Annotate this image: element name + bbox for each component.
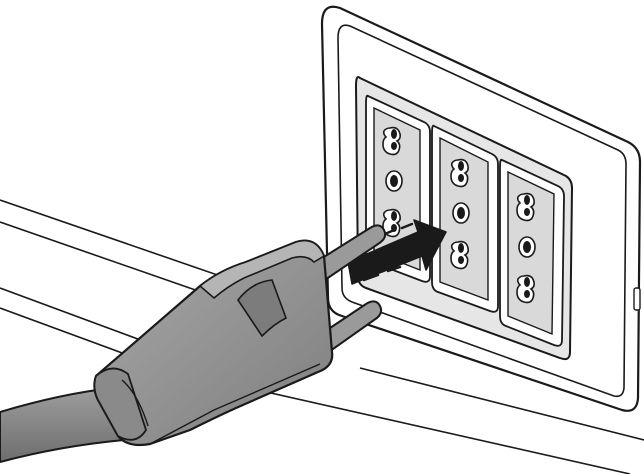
socket-icon [322, 7, 640, 411]
plug-icon [0, 225, 385, 462]
socket-module [432, 126, 498, 312]
socket-holes [383, 128, 402, 237]
socket-module [500, 160, 564, 346]
socket-holes [517, 194, 535, 303]
socket-holes [451, 160, 469, 269]
